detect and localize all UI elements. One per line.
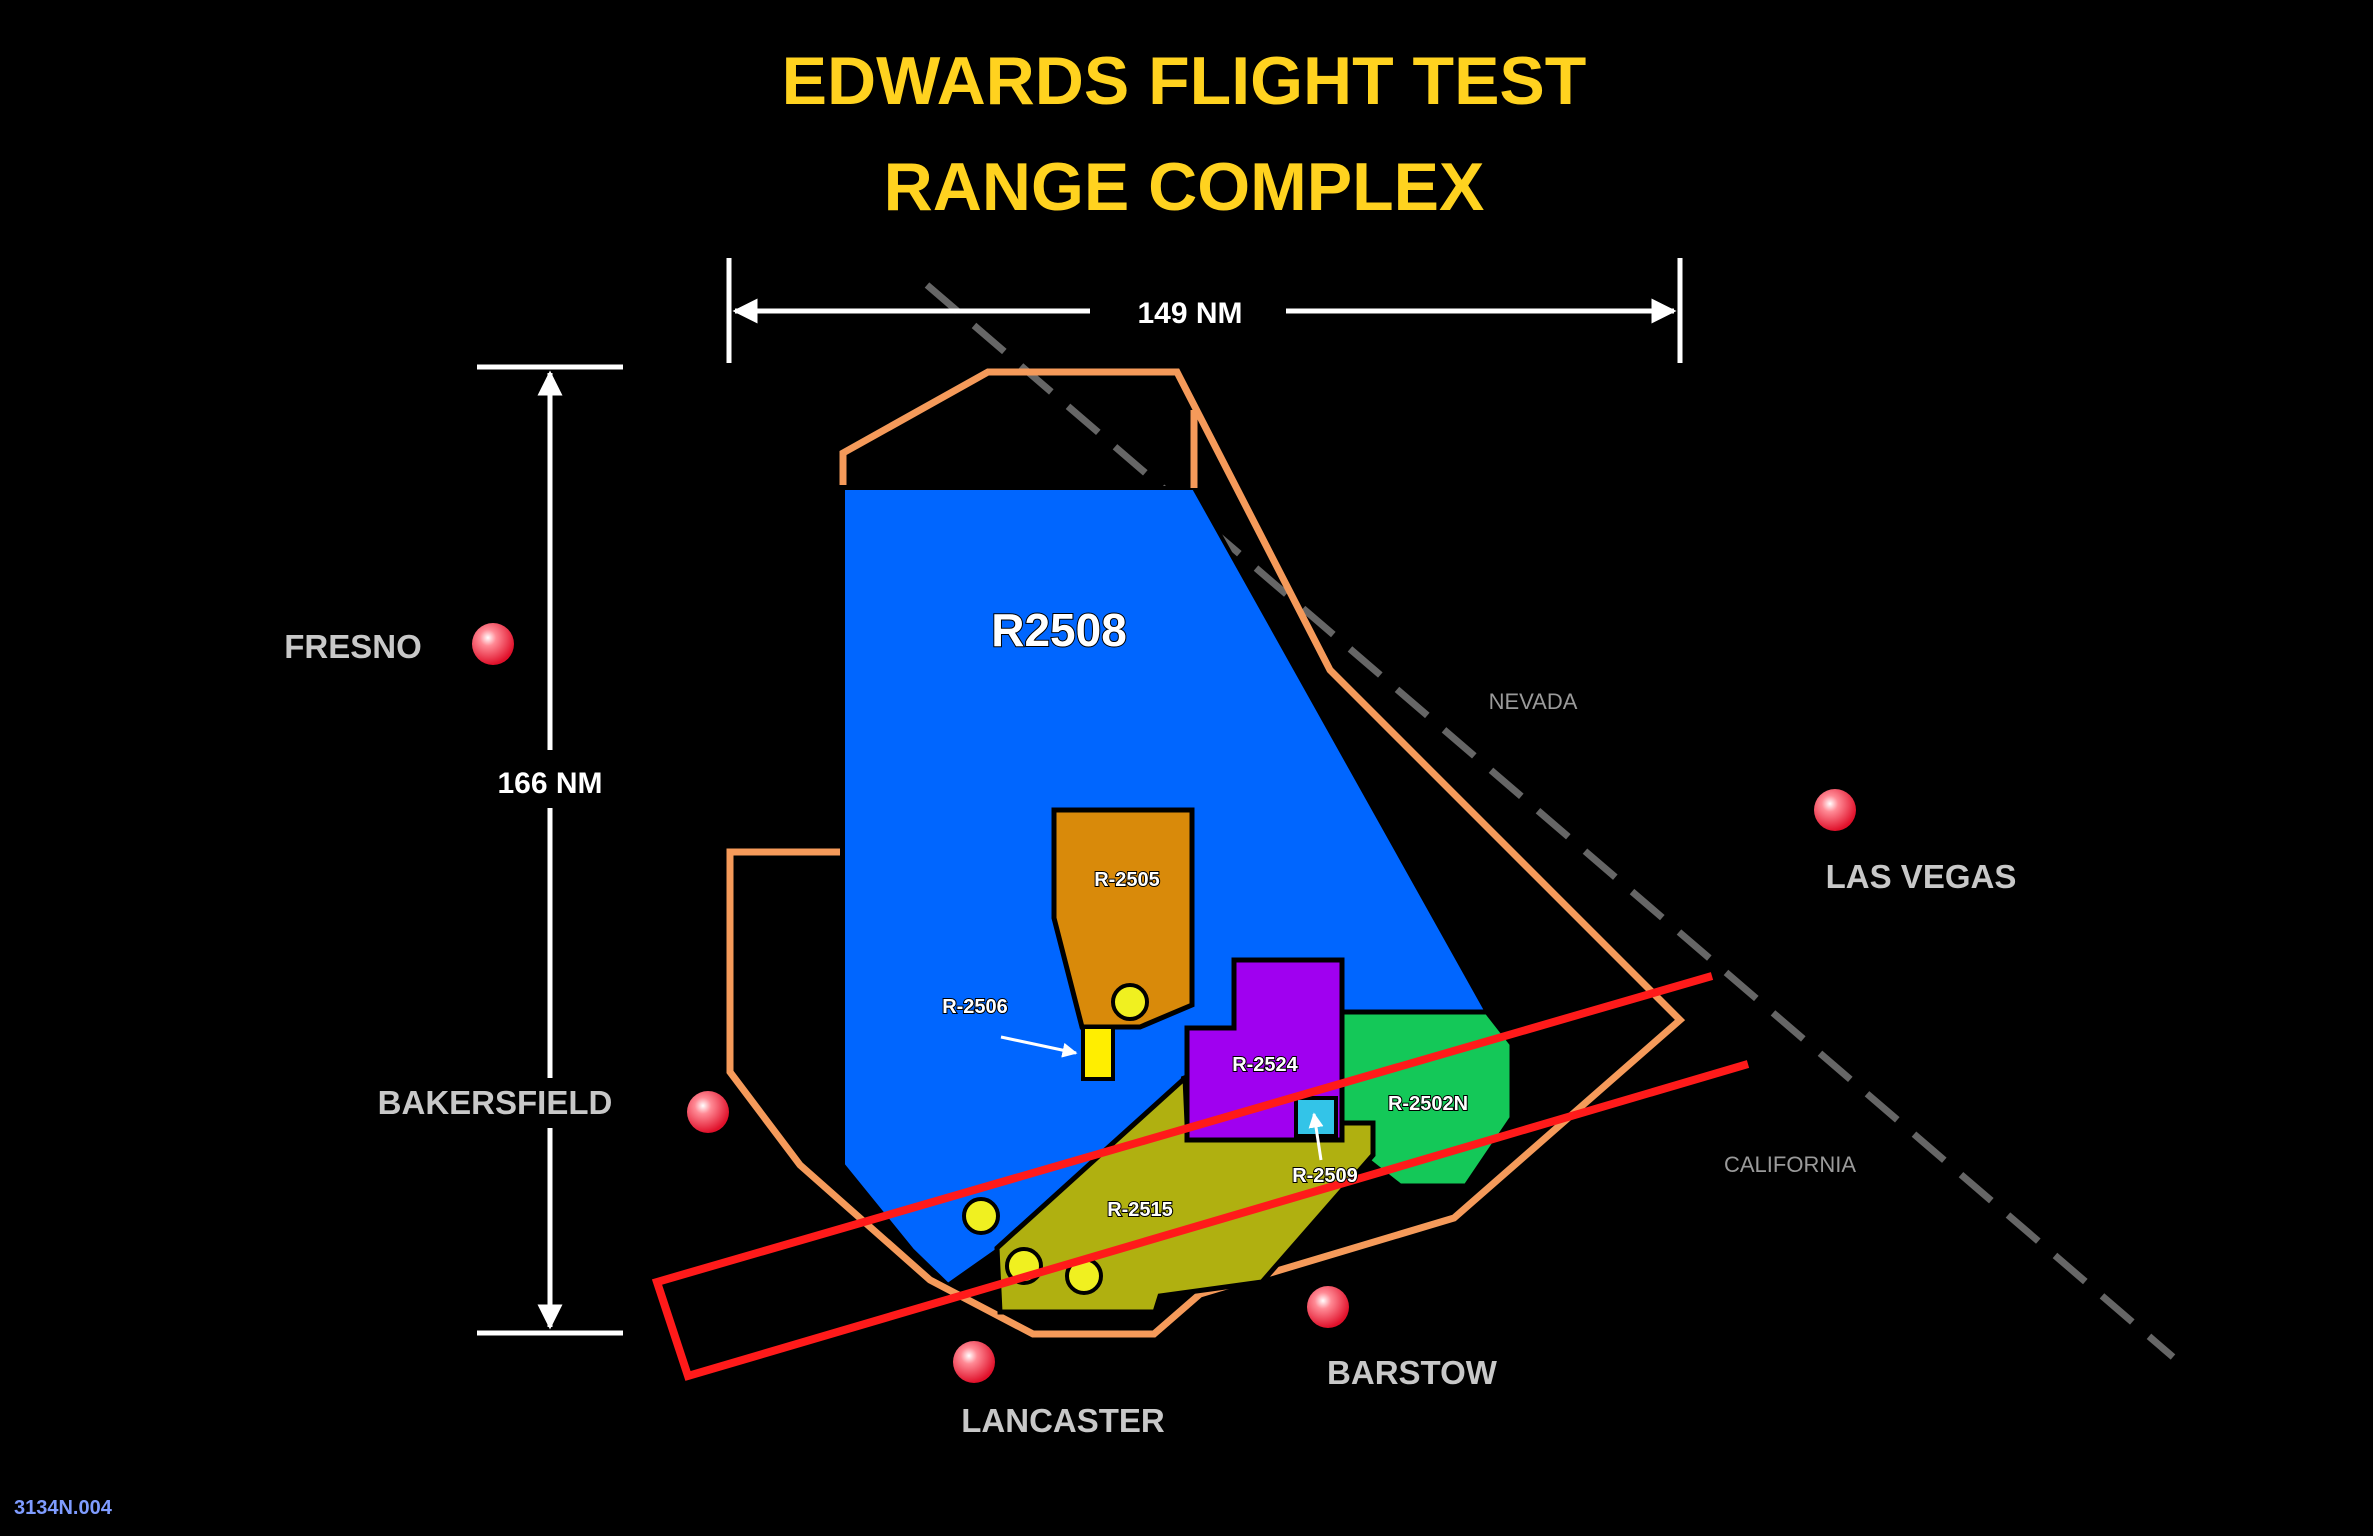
test-site-circle	[962, 1197, 1000, 1235]
r2524-label: R-2524	[1232, 1054, 1298, 1076]
city-label-barstow: BARSTOW	[1327, 1354, 1498, 1391]
r2515-label: R-2515	[1107, 1199, 1173, 1221]
r2505-label: R-2505	[1094, 869, 1160, 891]
flight-corridor	[651, 972, 1750, 1381]
city-label-las-vegas: LAS VEGAS	[1826, 858, 2017, 895]
state-border	[924, 282, 2176, 1360]
california-label: CALIFORNIA	[1724, 1152, 1856, 1177]
title-line-1: EDWARDS FLIGHT TEST	[782, 43, 1587, 119]
city-marker-fresno	[472, 623, 514, 665]
test-site-circle	[1111, 983, 1149, 1021]
title-line-2: RANGE COMPLEX	[884, 149, 1485, 225]
r2509-pointer	[1308, 1112, 1324, 1161]
city-marker-lancaster	[953, 1341, 995, 1383]
r2508-label: R2508	[991, 604, 1127, 656]
city-marker-barstow	[1307, 1286, 1349, 1328]
r2509-label: R-2509	[1292, 1165, 1358, 1187]
r2506-label: R-2506	[942, 996, 1008, 1018]
city-label-fresno: FRESNO	[284, 628, 422, 665]
horizontal-dimension-label: 149 NM	[1137, 297, 1242, 330]
r2506-pointer	[1000, 1035, 1078, 1058]
r2505-area	[1051, 807, 1195, 1030]
r2502n-label: R-2502N	[1388, 1093, 1468, 1115]
r2506-area	[1081, 1025, 1115, 1081]
city-marker-las-vegas	[1814, 789, 1856, 831]
vertical-dimension-label: 166 NM	[497, 767, 602, 800]
r2508-boundary	[726, 368, 1686, 1338]
city-label-lancaster: LANCASTER	[961, 1402, 1165, 1439]
city-marker-bakersfield	[687, 1091, 729, 1133]
nevada-label: NEVADA	[1489, 689, 1578, 714]
city-label-bakersfield: BAKERSFIELD	[378, 1084, 613, 1121]
reference-id: 3134N.004	[14, 1497, 113, 1519]
